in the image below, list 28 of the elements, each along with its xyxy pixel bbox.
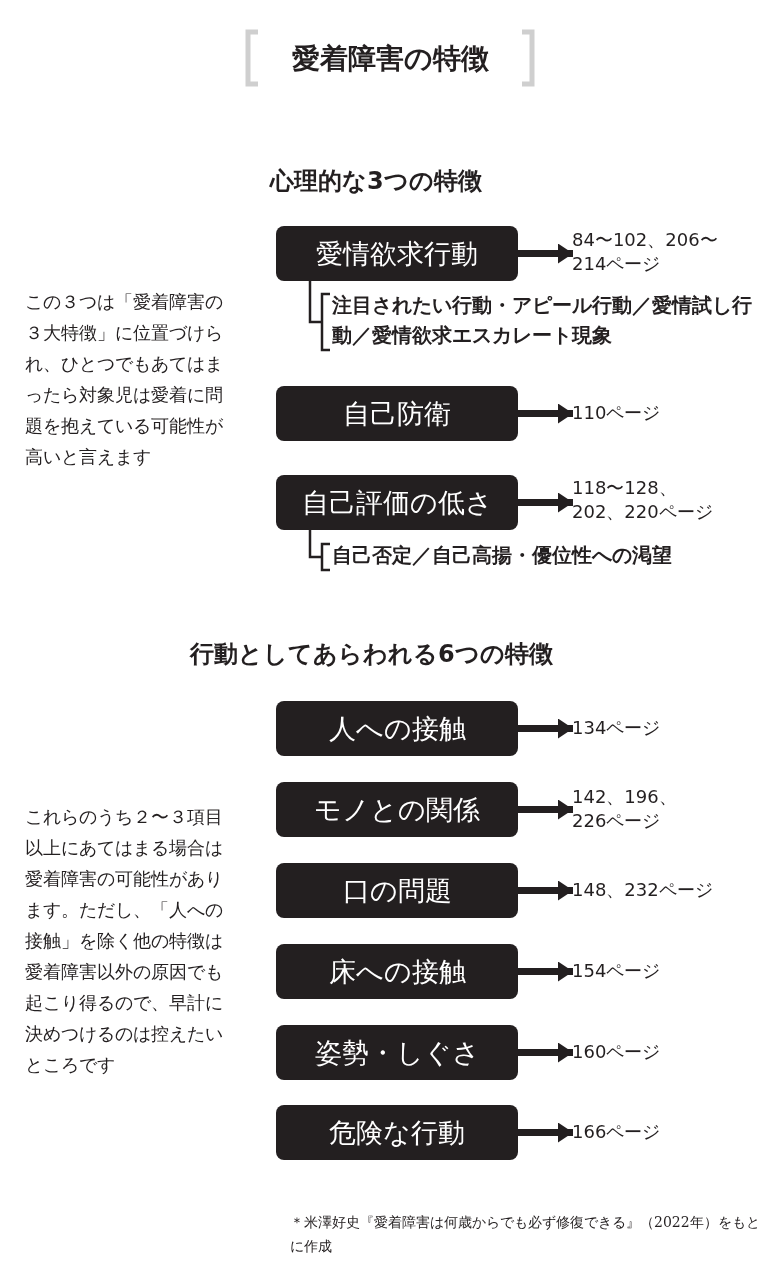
page-reference: 134ページ bbox=[572, 716, 752, 742]
page-reference: 154ページ bbox=[572, 959, 752, 985]
section-heading: 心理的な3つの特徴 bbox=[270, 166, 483, 197]
page-reference: 142、196、226ページ bbox=[572, 785, 702, 835]
title: 愛着障害の特徴 bbox=[290, 41, 490, 76]
feature-box: 姿勢・しぐさ bbox=[276, 1025, 518, 1080]
page-reference: 118〜128、202、220ページ bbox=[572, 476, 722, 526]
page-reference: 160ページ bbox=[572, 1040, 752, 1066]
feature-box: 人への接触 bbox=[276, 701, 518, 756]
page-reference: 148、232ページ bbox=[572, 878, 752, 904]
feature-box: 自己防衛 bbox=[276, 386, 518, 441]
feature-box: 愛情欲求行動 bbox=[276, 226, 518, 281]
section-heading: 行動としてあらわれる6つの特徴 bbox=[190, 639, 554, 670]
feature-box: 床への接触 bbox=[276, 944, 518, 999]
sub-item-text: 注目されたい行動・アピール行動／愛情試し行動／愛情欲求エスカレート現象 bbox=[322, 290, 752, 354]
page-reference: 166ページ bbox=[572, 1120, 752, 1146]
page-reference: 84〜102、206〜214ページ bbox=[572, 228, 732, 278]
caption: ＊米澤好史『愛着障害は何歳からでも必ず修復できる』（2022年）をもとに作成 bbox=[290, 1213, 760, 1256]
page-reference: 110ページ bbox=[572, 401, 752, 427]
feature-box: 危険な行動 bbox=[276, 1105, 518, 1160]
feature-box: モノとの関係 bbox=[276, 782, 518, 837]
note-text: この３つは「愛着障害の３大特徴」に位置づけられ、ひとつでもあてはまったら対象児は愛着に問題を抱えている可能性が高いと言えます bbox=[25, 290, 224, 469]
note-text: これらのうち２〜３項目以上にあてはまる場合は愛着障害の可能性があります。ただし、「人への接触」を除く他の特徴は愛着障害以外の原因でも起こり得るので、早計に決めつけるのは控えたいところです bbox=[25, 805, 224, 1077]
feature-box: 自己評価の低さ bbox=[276, 475, 518, 530]
sub-item-text: 自己否定／自己高揚・優位性への渇望 bbox=[322, 540, 752, 574]
connector-line bbox=[308, 281, 322, 324]
connector-line bbox=[308, 530, 322, 559]
feature-box: 口の問題 bbox=[276, 863, 518, 918]
